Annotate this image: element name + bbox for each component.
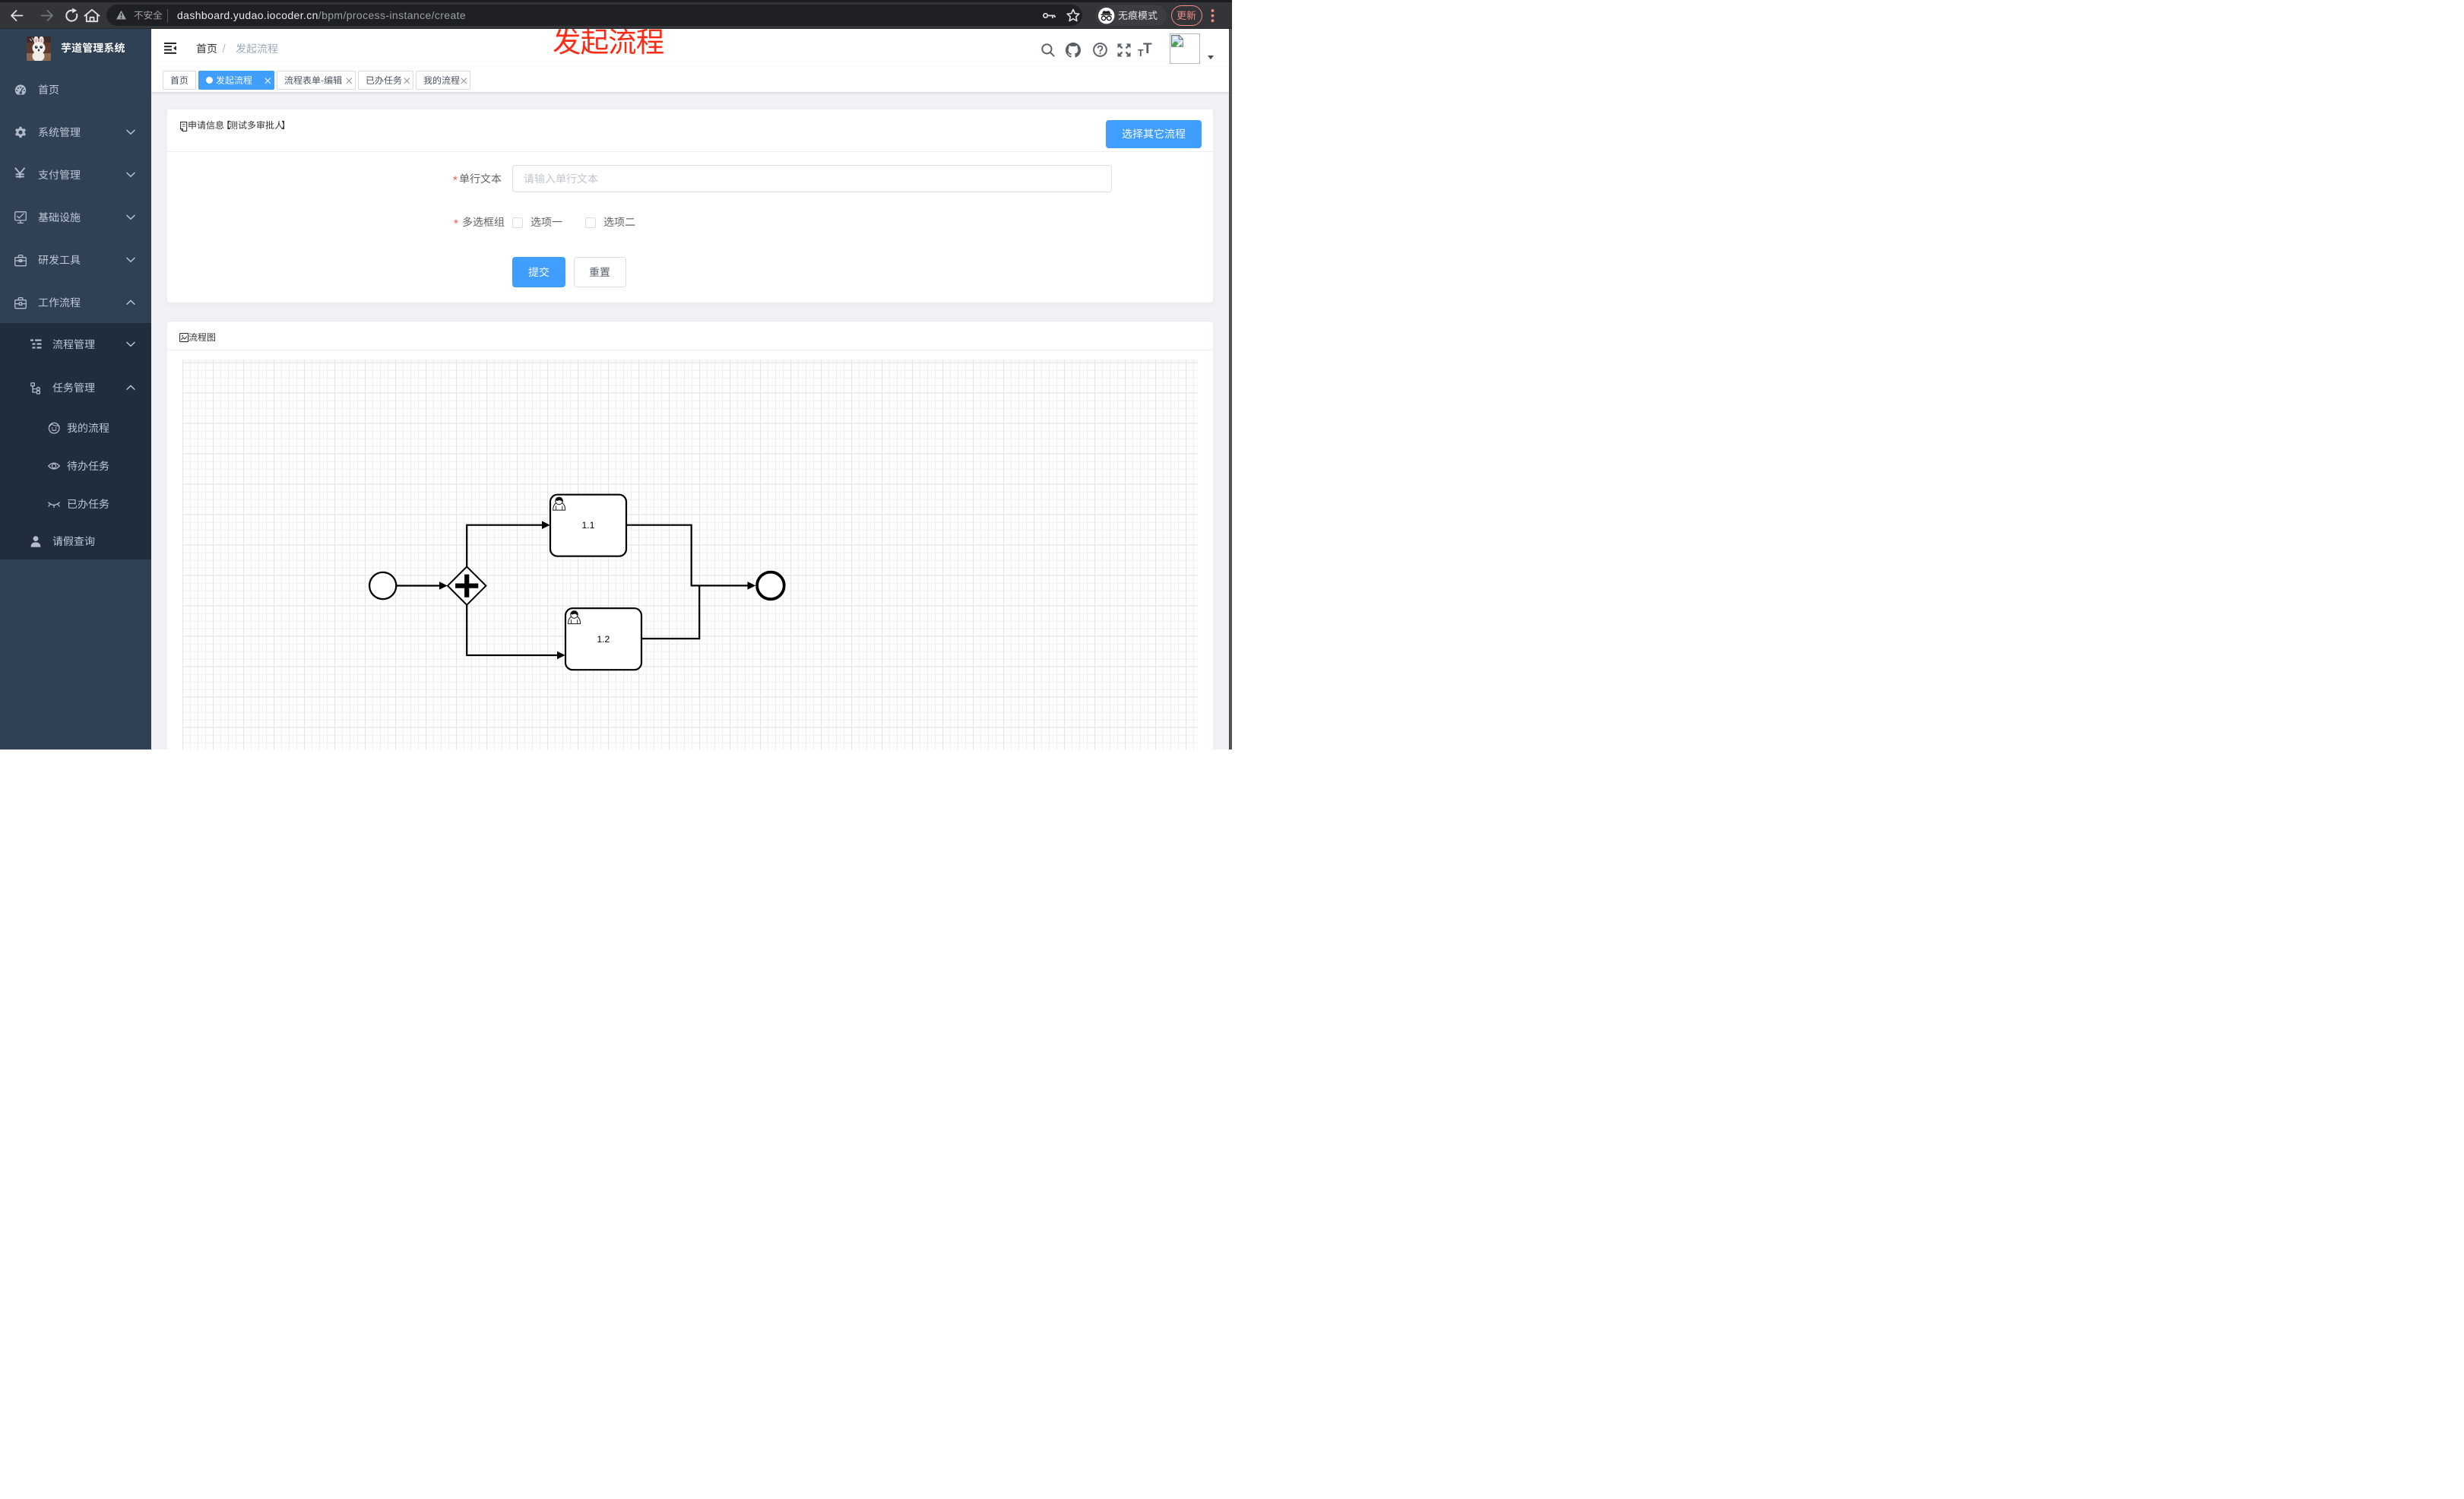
svg-text:1.2: 1.2	[597, 634, 610, 645]
svg-text:1.1: 1.1	[582, 520, 595, 531]
